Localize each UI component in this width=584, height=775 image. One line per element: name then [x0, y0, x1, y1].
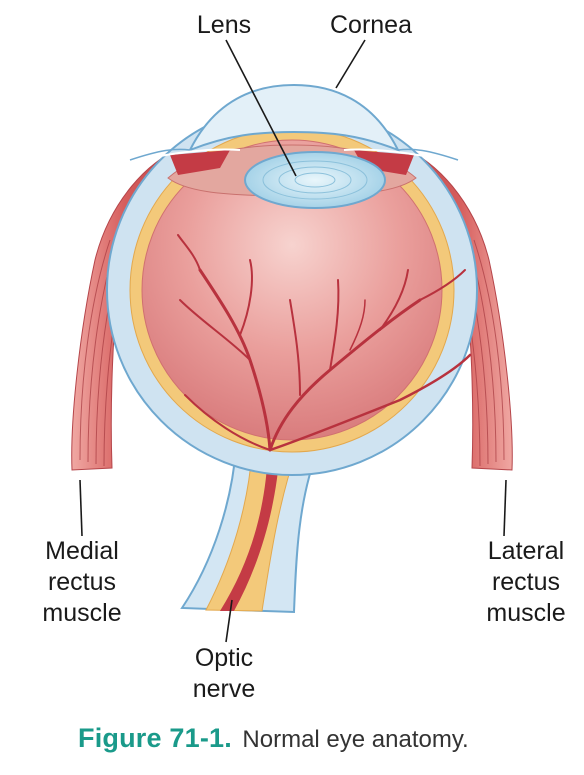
cornea-leader [335, 39, 366, 89]
cornea-label: Cornea [330, 11, 412, 39]
lateral-rectus-label: Lateral rectus muscle [486, 537, 566, 627]
lens-label: Lens [196, 11, 252, 39]
retinal-vessels [177, 234, 472, 452]
eyeball [106, 104, 478, 476]
optic-nerve [180, 446, 320, 614]
leader-lines [79, 39, 507, 643]
optic-nerve-leader [225, 599, 233, 643]
optic-nerve-label: Optic nerve [192, 644, 256, 703]
medial-rectus-label: Medial rectus muscle [42, 537, 122, 627]
cornea [129, 83, 459, 161]
figure-number: Figure 71-1. [78, 723, 232, 753]
medial-rectus-leader [79, 479, 83, 537]
lateral-rectus-leader [503, 479, 507, 537]
lens-leader [225, 39, 297, 177]
lens [244, 151, 386, 209]
figure-caption-text: Normal eye anatomy. [242, 726, 469, 753]
figure-caption: Figure 71-1. Normal eye anatomy. [78, 723, 578, 754]
